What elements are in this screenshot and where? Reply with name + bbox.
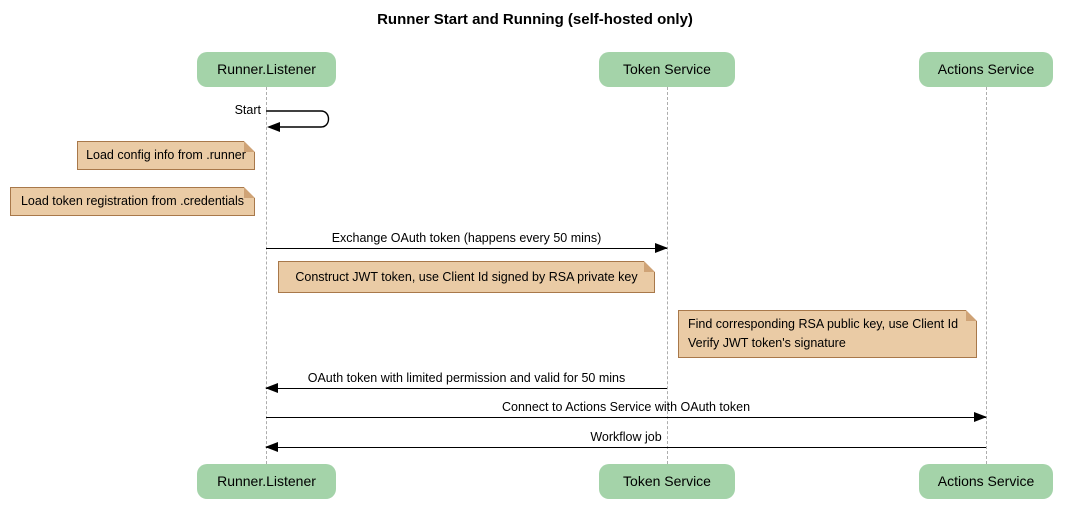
diagram-title: Runner Start and Running (self-hosted on… <box>377 11 693 28</box>
lifeline-runner-listener <box>266 87 267 464</box>
message-connect-actions-service: Connect to Actions Service with OAuth to… <box>266 400 987 422</box>
arrowhead-right-icon <box>655 243 668 253</box>
message-oauth-token-response: OAuth token with limited permission and … <box>265 371 667 393</box>
self-message-start-label: Start <box>234 103 261 117</box>
message-label: OAuth token with limited permission and … <box>307 371 626 385</box>
note-fold-icon <box>244 141 255 152</box>
arrowhead-right-icon <box>974 412 987 422</box>
note-text: Construct JWT token, use Client Id signe… <box>295 270 638 284</box>
note-text: Load config info from .runner <box>86 148 246 162</box>
participant-token-service-top: Token Service <box>599 52 735 87</box>
arrowhead-left-icon <box>265 442 278 452</box>
participant-token-service-bottom: Token Service <box>599 464 735 499</box>
message-label: Workflow job <box>590 430 662 444</box>
lifeline-actions-service <box>986 87 987 464</box>
note-fold-icon <box>244 187 255 198</box>
participant-actions-service-bottom: Actions Service <box>919 464 1053 499</box>
note-fold-icon <box>644 261 655 272</box>
message-line <box>266 447 986 448</box>
message-label: Connect to Actions Service with OAuth to… <box>501 400 751 414</box>
note-construct-jwt: Construct JWT token, use Client Id signe… <box>278 261 655 293</box>
participant-actions-service-top: Actions Service <box>919 52 1053 87</box>
note-load-token-registration: Load token registration from .credential… <box>10 187 255 216</box>
note-text: Load token registration from .credential… <box>20 194 245 208</box>
arrowhead-left-icon <box>265 383 278 393</box>
self-loop-arrow-icon <box>266 110 330 132</box>
note-load-config: Load config info from .runner <box>77 141 255 170</box>
note-text-line-1: Find corresponding RSA public key, use C… <box>688 317 959 331</box>
message-workflow-job: Workflow job <box>265 430 986 452</box>
note-fold-icon <box>966 310 977 321</box>
lifeline-token-service <box>667 87 668 464</box>
note-find-rsa-public-key: Find corresponding RSA public key, use C… <box>678 310 977 358</box>
message-line <box>266 248 667 249</box>
message-line <box>266 388 667 389</box>
participant-runner-listener-bottom: Runner.Listener <box>197 464 336 499</box>
message-exchange-oauth-token: Exchange OAuth token (happens every 50 m… <box>266 231 668 253</box>
note-text-line-2: Verify JWT token's signature <box>688 336 846 350</box>
participant-runner-listener-top: Runner.Listener <box>197 52 336 87</box>
message-label: Exchange OAuth token (happens every 50 m… <box>331 231 602 245</box>
message-line <box>266 417 986 418</box>
